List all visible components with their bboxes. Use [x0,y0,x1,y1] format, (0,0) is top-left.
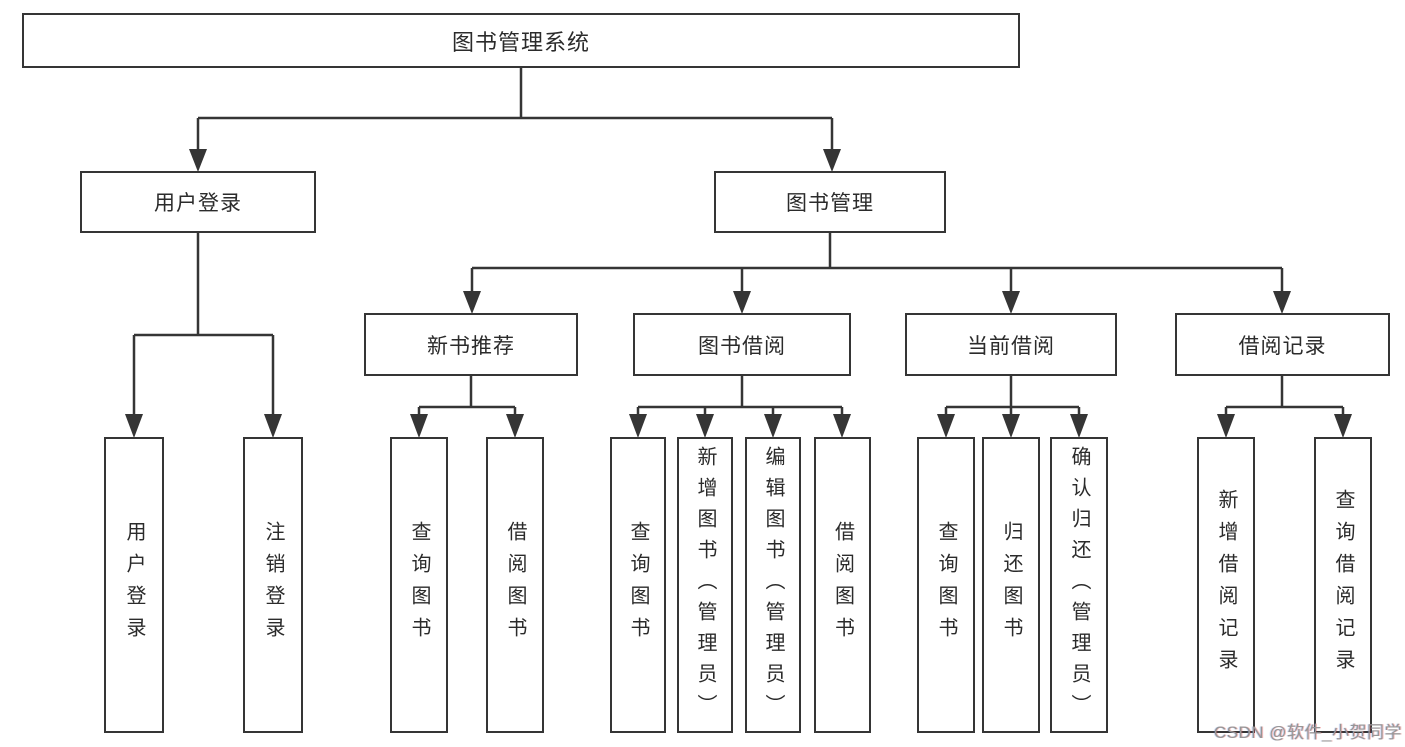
leaf-query-books-current: 查询图书 [917,437,975,733]
node-user-login-label: 用户登录 [154,192,242,215]
leaf-query-books-borrow-label: 查询图书 [627,521,649,649]
leaf-user-login-label: 用户登录 [123,521,145,649]
arrowhead [823,149,841,172]
arrowhead [764,414,782,438]
leaf-user-login: 用户登录 [104,437,164,733]
node-user-login: 用户登录 [80,171,316,233]
node-root-label: 图书管理系统 [451,29,590,55]
arrowhead [1002,414,1020,438]
watermark-csdn: CSDN @软件_小贺同学 [1213,723,1402,742]
leaf-query-borrow-record: 查询借阅记录 [1314,437,1372,733]
arrowhead [1273,291,1291,314]
node-new-book-recommend-label: 新书推荐 [427,334,515,358]
arrowhead [629,414,647,438]
arrowhead [1217,414,1235,438]
node-borrow-records-label: 借阅记录 [1238,334,1327,358]
leaf-return-book: 归还图书 [982,437,1040,733]
node-new-book-recommend: 新书推荐 [364,313,578,376]
connector-book-borrow [636,376,844,416]
node-book-management-label: 图书管理 [786,192,874,215]
arrowhead [733,291,751,314]
leaf-borrow-books-borrow: 借阅图书 [814,437,871,733]
arrowhead [1334,414,1352,438]
arrowhead [696,414,714,438]
leaf-logout: 注销登录 [243,437,303,733]
arrowhead [463,291,481,314]
arrowhead [264,414,282,438]
node-book-management: 图书管理 [714,171,946,233]
node-current-borrow: 当前借阅 [905,313,1117,376]
leaf-query-books-borrow: 查询图书 [610,437,666,733]
leaf-borrow-books-recommend-label: 借阅图书 [504,521,526,649]
leaf-logout-label: 注销登录 [262,521,284,649]
node-book-borrow: 图书借阅 [633,313,851,376]
leaf-return-book-label: 归还图书 [1000,521,1022,649]
leaf-query-books-recommend-label: 查询图书 [408,521,430,649]
connector-borrow-records [1224,376,1345,416]
node-borrow-records: 借阅记录 [1175,313,1390,376]
arrowhead [506,414,524,438]
leaf-add-book-admin: 新增图书（管理员） [677,437,733,733]
leaf-confirm-return-admin: 确认归还（管理员） [1050,437,1108,733]
leaf-edit-book-admin: 编辑图书（管理员） [745,437,801,733]
arrowhead [1002,291,1020,314]
arrowhead [125,414,143,438]
node-root: 图书管理系统 [22,13,1020,68]
leaf-add-book-admin-label: 新增图书（管理员） [694,445,716,725]
leaf-query-books-recommend: 查询图书 [390,437,448,733]
leaf-add-borrow-record: 新增借阅记录 [1197,437,1255,733]
leaf-query-borrow-record-label: 查询借阅记录 [1332,489,1354,681]
leaf-query-books-current-label: 查询图书 [935,521,957,649]
connector-book-management [470,233,1284,292]
node-current-borrow-label: 当前借阅 [967,334,1055,358]
leaf-borrow-books-recommend: 借阅图书 [486,437,544,733]
leaf-add-borrow-record-label: 新增借阅记录 [1215,489,1237,681]
connector-new-book [417,376,517,416]
connector-user-login [132,233,275,416]
arrowhead [937,414,955,438]
leaf-confirm-return-admin-label: 确认归还（管理员） [1068,445,1090,725]
arrowhead [833,414,851,438]
arrowhead [189,149,207,172]
arrowhead [410,414,428,438]
connector-current-borrow [944,376,1081,416]
node-book-borrow-label: 图书借阅 [698,334,786,358]
leaf-borrow-books-borrow-label: 借阅图书 [831,521,854,649]
arrowhead [1070,414,1088,438]
leaf-edit-book-admin-label: 编辑图书（管理员） [762,445,784,725]
connector-root [196,68,834,150]
